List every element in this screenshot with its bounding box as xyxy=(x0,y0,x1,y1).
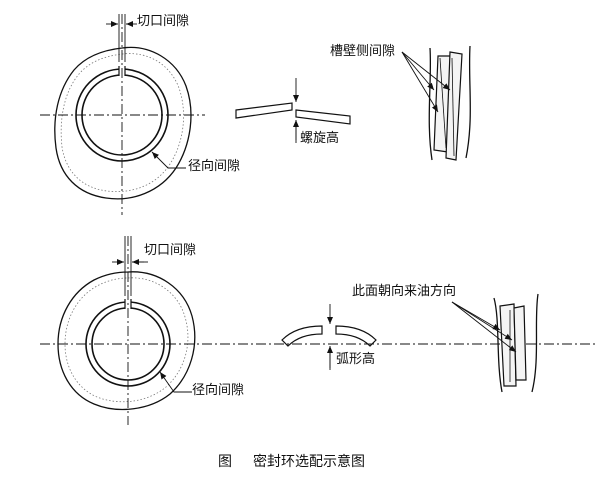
groove-wall-gap-label: 槽壁侧间隙 xyxy=(330,44,396,59)
top-ring-assembly xyxy=(40,14,205,215)
arc-height-piece xyxy=(281,304,377,370)
groove-wall-section xyxy=(401,45,471,161)
top-radial-gap-label: 径向间隙 xyxy=(188,159,241,174)
bottom-cylinder-outline xyxy=(57,271,196,411)
figure-marker: 图 xyxy=(218,454,232,470)
helix-height-label: 螺旋高 xyxy=(300,131,340,146)
helix-height-piece xyxy=(235,78,351,143)
top-cylinder-outline xyxy=(54,46,192,200)
figure-title: 密封环选配示意图 xyxy=(253,454,365,470)
oil-face-section xyxy=(451,293,539,393)
oil-face-label: 此面朝向来油方向 xyxy=(352,284,457,299)
arc-height-label: 弧形高 xyxy=(336,352,376,367)
bottom-radial-gap-label: 径向间隙 xyxy=(192,383,245,398)
top-cut-gap-label: 切口间隙 xyxy=(137,14,190,29)
bottom-cut-gap-label: 切口间隙 xyxy=(144,243,197,258)
